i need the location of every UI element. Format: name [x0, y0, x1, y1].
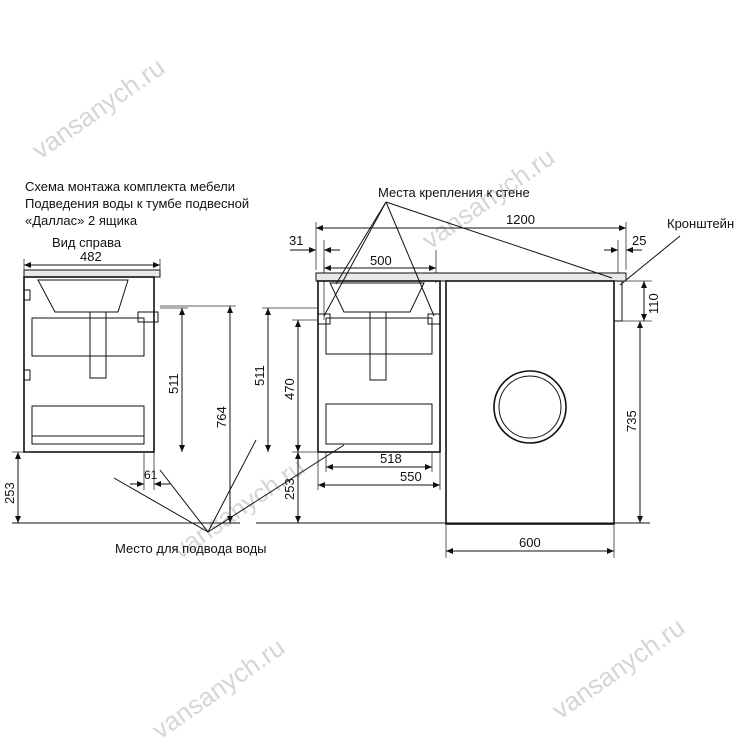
side-handle-notch [24, 369, 31, 381]
watermark-1: vansanych.ru [26, 52, 170, 165]
side-countertop [23, 269, 161, 278]
front-siphon [369, 311, 387, 381]
front-lower-drawer [325, 403, 433, 445]
front-view: 1200 31 25 500 Кронштейн [252, 212, 734, 558]
front-mount-bracket-left [317, 313, 331, 325]
side-wall-bracket [137, 311, 159, 323]
dim-label-511: 511 [166, 373, 181, 394]
side-sink-bowl [37, 279, 129, 313]
front-upper-drawer [325, 317, 433, 355]
bracket-leader [619, 235, 681, 286]
water-leader-3 [207, 439, 257, 533]
side-siphon [89, 311, 107, 379]
side-view: Вид справа 482 511 764 253 [2, 235, 240, 524]
side-view-label: Вид справа [52, 235, 122, 250]
water-leader-4 [207, 444, 345, 533]
dim-label-31: 31 [289, 233, 303, 248]
dim-label-110: 110 [646, 293, 661, 314]
front-countertop [315, 272, 627, 282]
dim-label-600: 600 [519, 535, 541, 550]
washing-machine-door [493, 370, 567, 444]
dim-label-735: 735 [624, 410, 639, 432]
dim-label-470: 470 [282, 378, 297, 400]
title-line-1: Схема монтажа комплекта мебели [25, 179, 235, 194]
wall-bracket [613, 280, 623, 322]
mount-leader-1 [323, 201, 387, 317]
watermark-4: vansanych.ru [146, 632, 290, 745]
side-upper-drawer [31, 317, 145, 357]
bracket-label: Кронштейн [667, 216, 734, 231]
washing-machine [445, 280, 615, 525]
mount-points-label: Места крепления к стене [378, 185, 530, 200]
water-leader-1 [113, 477, 209, 533]
dim-label-511-front: 511 [252, 365, 267, 386]
dim-label-1200: 1200 [506, 212, 535, 227]
dim-label-764: 764 [214, 406, 229, 428]
washing-machine-door-inner [498, 375, 562, 439]
title-line-3: «Даллас» 2 ящика [25, 213, 138, 228]
title-line-2: Подведения воды к тумбе подвесной [25, 196, 249, 211]
water-inlet-callout: Место для подвода воды [113, 439, 345, 556]
mount-leader-3 [335, 201, 387, 285]
mount-leader-4 [385, 201, 613, 279]
front-sink-bowl [329, 282, 425, 313]
diagram-title: Схема монтажа комплекта мебели Подведени… [25, 179, 249, 228]
front-mount-bracket-right [427, 313, 441, 325]
dim-label-253-front: 253 [282, 478, 297, 500]
watermark-group: vansanych.ru vansanych.ru vansanych.ru v… [26, 52, 690, 745]
dim-label-482: 482 [80, 249, 102, 264]
water-leader-2 [159, 469, 209, 533]
watermark-5: vansanych.ru [546, 612, 690, 725]
water-inlet-label: Место для подвода воды [115, 541, 267, 556]
front-cabinet [317, 280, 441, 453]
side-cabinet [23, 276, 155, 453]
mount-leader-2 [385, 201, 435, 317]
dim-label-253: 253 [2, 482, 17, 504]
side-lower-drawer [31, 405, 145, 445]
mount-points-callout: Места крепления к стене [323, 185, 613, 317]
dim-label-518: 518 [380, 451, 402, 466]
dim-label-61: 61 [144, 468, 158, 482]
dim-label-25: 25 [632, 233, 646, 248]
side-handle-notch [24, 289, 31, 301]
dim-label-500: 500 [370, 253, 392, 268]
dim-label-550: 550 [400, 469, 422, 484]
